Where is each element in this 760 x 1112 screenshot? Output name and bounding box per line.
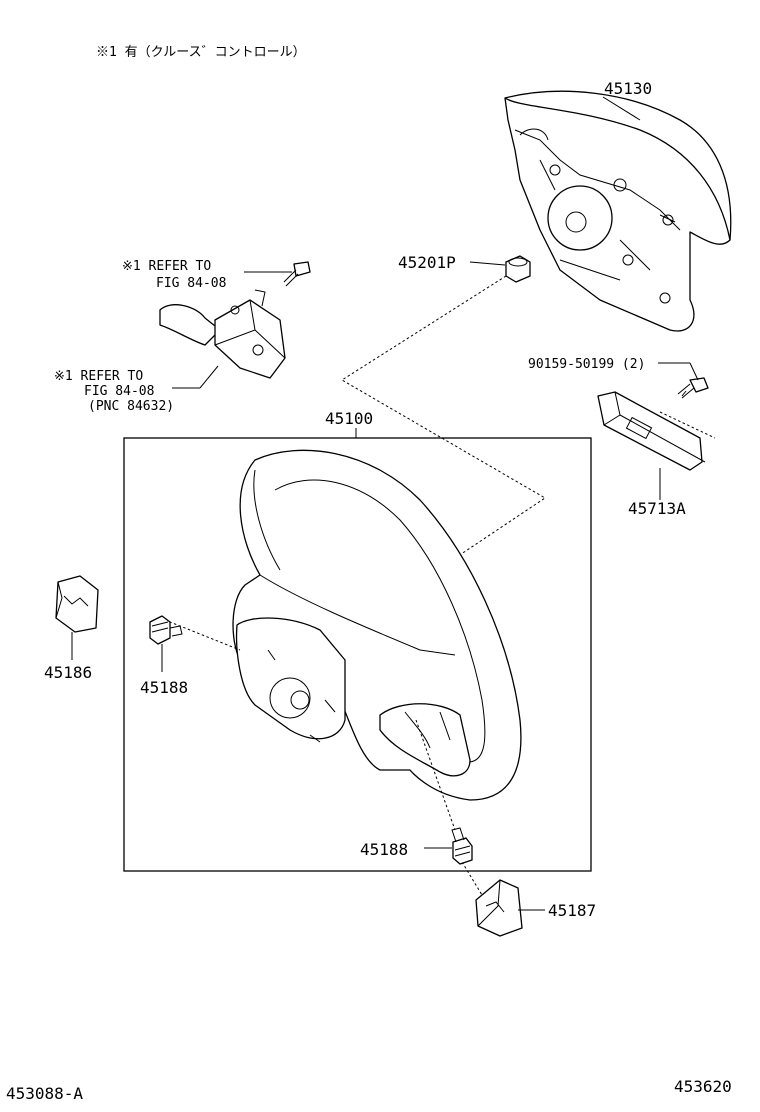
nut-45201P-drawing: [505, 255, 531, 283]
header-note: ※1 有（クルース゛コントロール）: [96, 45, 306, 60]
label-45188-left: 45188: [140, 678, 188, 697]
label-45187: 45187: [548, 901, 596, 920]
leader-45201P: [469, 261, 506, 266]
ref2-line2: FIG 84-08: [84, 384, 154, 399]
label-90159: 90159-50199 (2): [528, 357, 645, 372]
label-45186: 45186: [44, 663, 92, 682]
label-45201P: 45201P: [398, 253, 456, 272]
steering-wheel-drawing: [232, 449, 522, 801]
screw-45188-bottom-drawing: [451, 827, 473, 865]
airbag-assembly-drawing: [504, 90, 732, 332]
footer-left-code: 453088-A: [6, 1084, 83, 1103]
label-45100: 45100: [325, 409, 373, 428]
leader-ref2-b: [199, 365, 219, 389]
leader-45130: [602, 96, 641, 121]
bracket-45713A-drawing: [597, 391, 716, 471]
screw-ref1-drawing: [283, 261, 311, 287]
cover-45186-drawing: [55, 575, 99, 633]
bolt-90159-drawing: [677, 377, 709, 399]
cover-45187-drawing: [475, 879, 523, 937]
dashed-leader-45188-bottom: [415, 719, 456, 831]
leader-90159-b: [689, 362, 699, 381]
ref1-line1: ※1 REFER TO: [122, 259, 211, 274]
screw-45188-left-drawing: [149, 615, 183, 645]
ref2-line3: (PNC 84632): [88, 399, 174, 414]
group-box-45100: [123, 437, 592, 872]
footer-right-code: 453620: [674, 1077, 732, 1096]
label-45713A: 45713A: [628, 499, 686, 518]
label-45188-bottom: 45188: [360, 840, 408, 859]
dashed-leader-nut: [341, 275, 546, 616]
ref1-line2: FIG 84-08: [156, 276, 226, 291]
label-45130: 45130: [604, 79, 652, 98]
ref2-line1: ※1 REFER TO: [54, 369, 143, 384]
cruise-switch-drawing: [159, 289, 286, 379]
dashed-leader-45186: [159, 617, 241, 651]
dashed-leader-45187: [461, 861, 483, 896]
